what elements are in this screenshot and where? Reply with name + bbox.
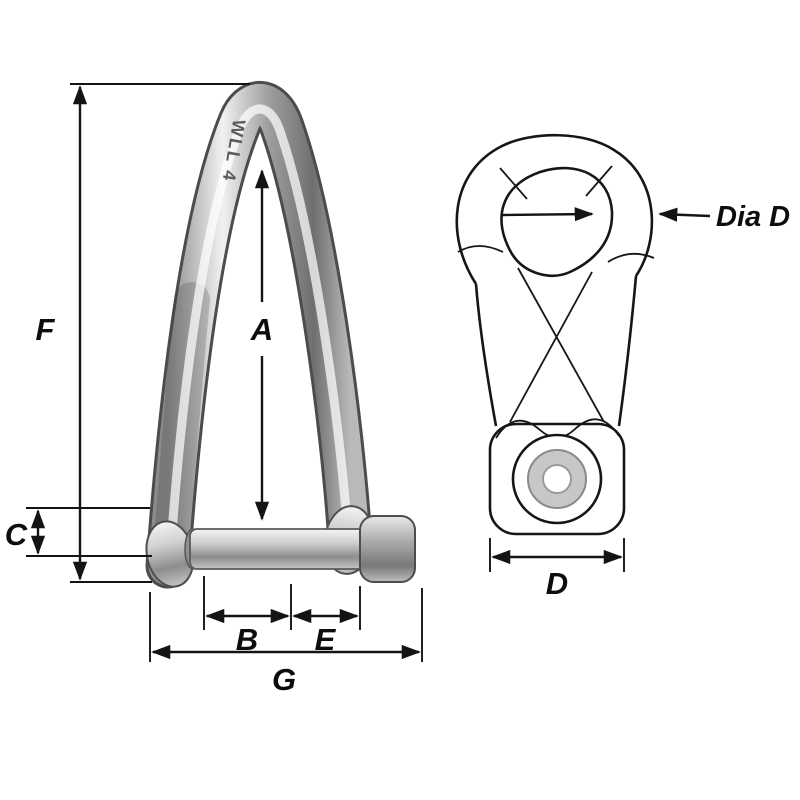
dimension-B: B <box>203 576 292 657</box>
outline-eye-outer <box>455 133 654 285</box>
dimension-E: E <box>292 586 361 657</box>
dimension-D: D <box>489 538 625 601</box>
dia-d-label: Dia D <box>716 201 790 233</box>
outline-body-left <box>474 283 498 427</box>
eye-seam-right <box>585 165 613 197</box>
dimension-F: F <box>36 83 250 583</box>
right-shackle-view <box>455 133 655 536</box>
dimension-C: C <box>5 507 152 557</box>
eye-diameter-arrow <box>501 207 594 222</box>
dimension-dia-d: Dia D <box>658 201 790 233</box>
twist-break-left <box>457 245 504 253</box>
dim-label-g: G <box>272 662 296 697</box>
dia-d-arrow <box>658 207 711 222</box>
dim-label-f: F <box>36 312 56 347</box>
left-shackle-view: WLL 4 <box>145 81 416 589</box>
dim-label-d: D <box>546 566 568 601</box>
outline-body-right <box>617 275 638 427</box>
dim-label-a: A <box>250 312 273 347</box>
pin-shaft <box>189 528 369 570</box>
outline-eye-inner <box>500 166 614 277</box>
pin-head <box>359 515 416 583</box>
dimension-A: A <box>250 169 273 521</box>
outline-pin-boss <box>488 422 626 536</box>
body-cross-2 <box>509 271 593 423</box>
boss-hole <box>542 464 572 494</box>
dim-label-c: C <box>5 517 28 552</box>
eye-seam-left <box>499 167 528 200</box>
dimension-G: G <box>149 588 423 697</box>
twist-break-right <box>607 252 655 263</box>
body-cross-1 <box>517 267 605 423</box>
shackle-bow-highlight <box>165 104 353 565</box>
